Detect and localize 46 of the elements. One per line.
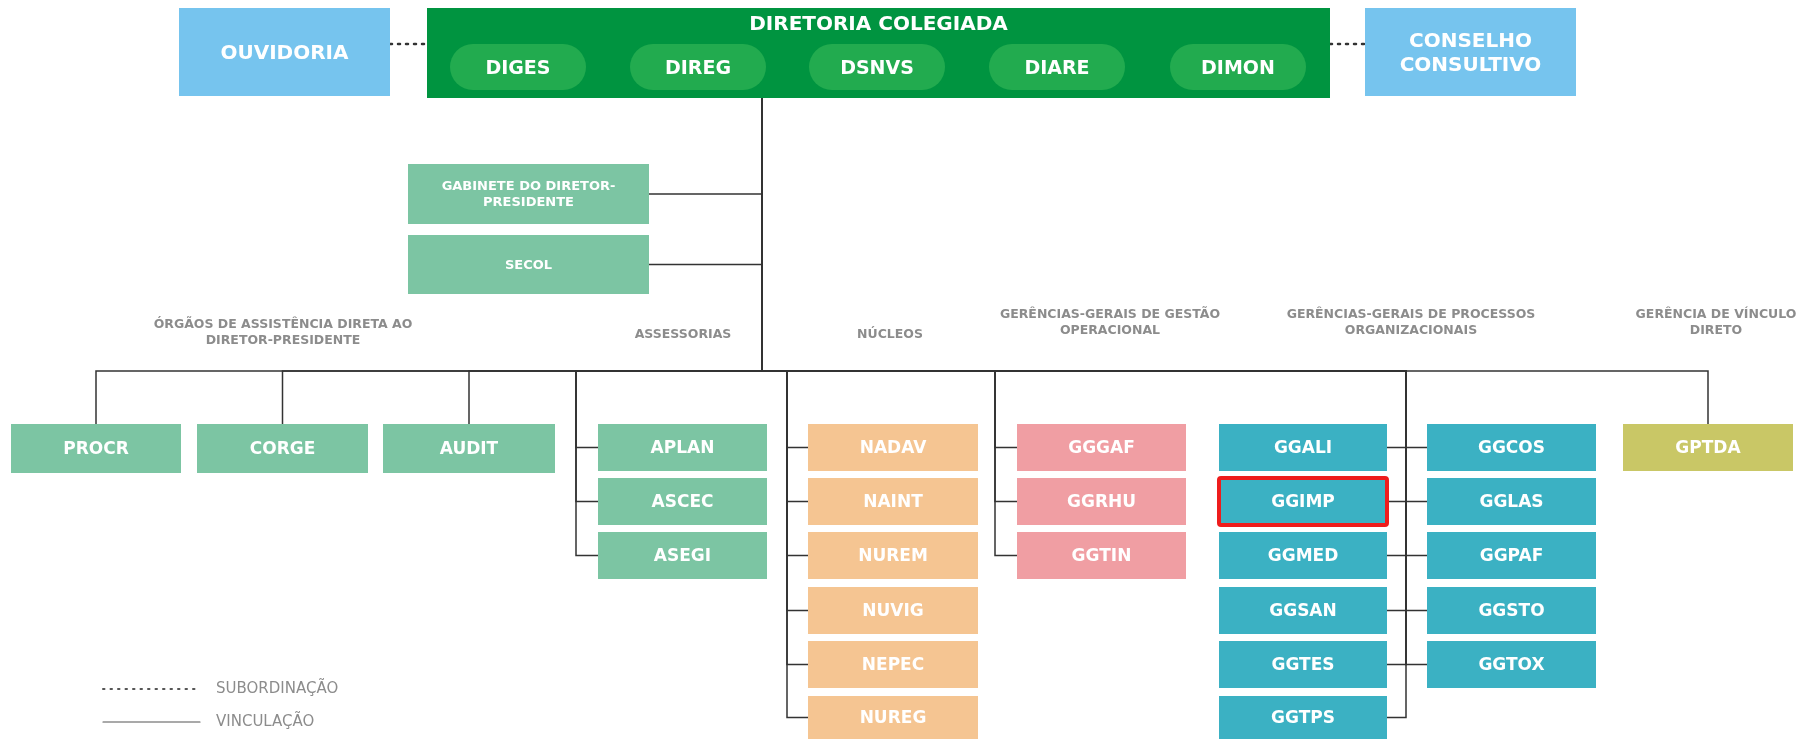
unit-box: GGTES — [1219, 641, 1387, 688]
unit-box: GGTIN — [1017, 532, 1186, 579]
group-heading: NÚCLEOS — [856, 326, 924, 342]
directorate-pill: DIARE — [989, 44, 1125, 90]
unit-box: NUVIG — [808, 587, 978, 634]
unit-box: GGTPS — [1219, 696, 1387, 739]
directorate-pill: DSNVS — [809, 44, 945, 90]
unit-box: AUDIT — [383, 424, 555, 473]
unit-box: ASEGI — [598, 532, 767, 579]
unit-box: SECOL — [408, 235, 649, 294]
legend-label: SUBORDINAÇÃO — [216, 679, 339, 697]
unit-box: GGRHU — [1017, 478, 1186, 525]
unit-box: GGIMP — [1219, 478, 1387, 525]
unit-box: GGSAN — [1219, 587, 1387, 634]
unit-box: GGALI — [1219, 424, 1387, 471]
group-heading: ASSESSORIAS — [633, 326, 733, 342]
unit-box: ASCEC — [598, 478, 767, 525]
group-heading: ÓRGÃOS DE ASSISTÊNCIA DIRETA AO DIRETOR-PRESIDENTE — [152, 316, 414, 348]
unit-box: NADAV — [808, 424, 978, 471]
unit-box: GGPAF — [1427, 532, 1596, 579]
unit-box: GGGAF — [1017, 424, 1186, 471]
unit-box: NEPEC — [808, 641, 978, 688]
directorate-pill: DIREG — [630, 44, 766, 90]
group-heading: GERÊNCIAS-GERAIS DE GESTÃO OPERACIONAL — [998, 306, 1222, 338]
unit-box: NUREG — [808, 696, 978, 739]
unit-box: GGCOS — [1427, 424, 1596, 471]
unit-box: GGLAS — [1427, 478, 1596, 525]
unit-box: GGTOX — [1427, 641, 1596, 688]
unit-box: APLAN — [598, 424, 767, 471]
directorate-pill: DIGES — [450, 44, 586, 90]
unit-box: CONSELHO CONSULTIVO — [1365, 8, 1576, 96]
legend-label: VINCULAÇÃO — [216, 712, 315, 730]
unit-box: GGSTO — [1427, 587, 1596, 634]
board-title: DIRETORIA COLEGIADA — [749, 11, 1008, 35]
group-heading: GERÊNCIA DE VÍNCULO DIRETO — [1634, 306, 1798, 338]
unit-box: GGMED — [1219, 532, 1387, 579]
unit-box: GPTDA — [1623, 424, 1793, 471]
unit-box: CORGE — [197, 424, 368, 473]
board-panel — [427, 8, 1330, 98]
unit-box: NAINT — [808, 478, 978, 525]
unit-box: GABINETE DO DIRETOR-PRESIDENTE — [408, 164, 649, 224]
directorate-pill: DIMON — [1170, 44, 1306, 90]
unit-box: PROCR — [11, 424, 181, 473]
unit-box: NUREM — [808, 532, 978, 579]
group-heading: GERÊNCIAS-GERAIS DE PROCESSOS ORGANIZACIONAIS — [1285, 306, 1537, 338]
unit-box: OUVIDORIA — [179, 8, 390, 96]
